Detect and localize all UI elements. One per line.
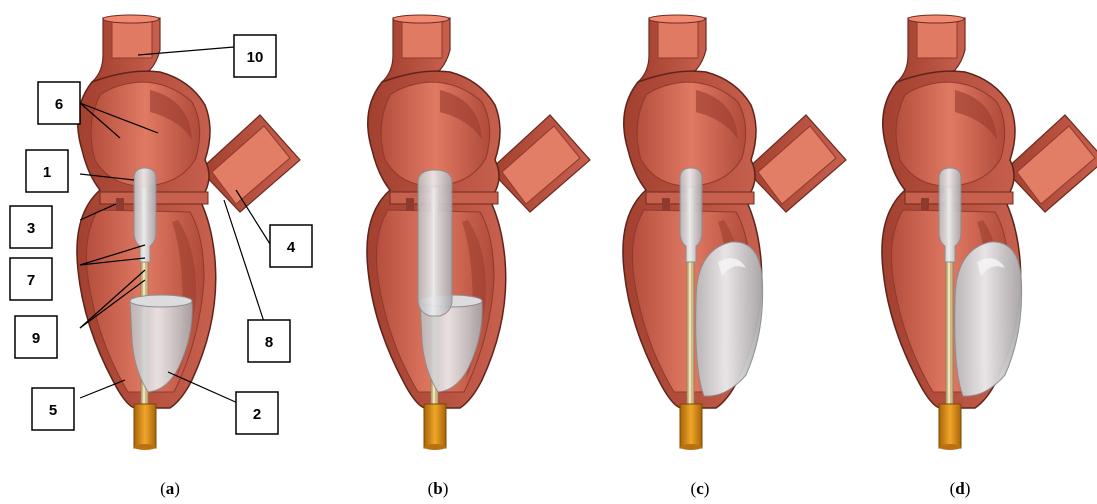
callout-8: 8 [248,320,290,362]
caption-d: (d) [950,479,971,498]
upper-balloon-b [418,170,452,316]
svg-text:1: 1 [43,164,51,181]
callout-7: 7 [10,258,52,300]
callout-10: 10 [234,35,276,77]
caption-a: (a) [160,479,180,498]
heart-model-b [367,15,590,450]
callout-5: 5 [32,388,74,430]
svg-text:3: 3 [27,220,35,237]
svg-text:7: 7 [27,272,35,289]
panel-d: (d) [882,15,1097,498]
lower-balloon-d [955,242,1022,396]
svg-text:10: 10 [247,49,264,66]
callout-6: 6 [38,82,80,124]
svg-text:2: 2 [253,406,261,423]
svg-text:9: 9 [32,330,40,347]
svg-text:4: 4 [287,239,296,256]
caption-c: (c) [691,479,710,498]
svg-text:5: 5 [49,402,57,419]
panel-a: 10 6 1 3 4 7 9 8 [10,15,312,498]
caption-b: (b) [428,479,449,498]
lower-balloon-c [696,242,763,396]
panel-c: (c) [623,15,846,498]
callout-2: 2 [236,392,278,434]
callout-1: 1 [26,150,68,192]
callout-9: 9 [15,316,57,358]
svg-text:6: 6 [55,96,63,113]
svg-text:8: 8 [265,334,273,351]
panel-b: (b) [367,15,590,498]
heart-model-a [77,15,300,450]
callout-3: 3 [10,206,52,248]
callout-4: 4 [270,225,312,267]
